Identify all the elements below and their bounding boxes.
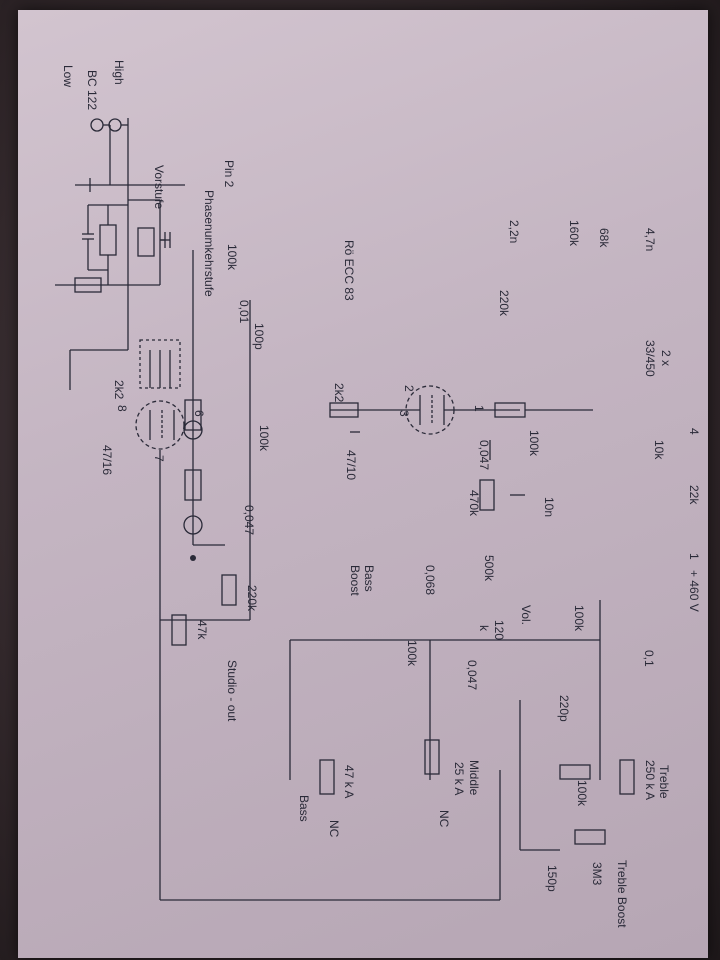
label-treble: Treble xyxy=(657,765,671,799)
label-r-120k: 120 xyxy=(492,620,506,640)
resistor-2k2-a xyxy=(329,402,359,418)
input-network xyxy=(55,199,171,293)
label-r-22k: 22k xyxy=(687,485,701,505)
label-r-100k-d: 100k xyxy=(405,640,419,667)
label-r-10k: 10k xyxy=(652,440,666,460)
label-c-2n2: 2,2n xyxy=(507,220,521,243)
label-pin2: Pin 2 xyxy=(222,160,236,188)
label-tube: Rö ECC 83 xyxy=(342,240,356,301)
resistor-10k xyxy=(184,399,202,431)
label-supply: + 460 V xyxy=(687,570,701,612)
input-jack-high xyxy=(108,118,129,290)
resistor-47k xyxy=(171,614,187,646)
label-r-220k-a: 220k xyxy=(497,290,511,317)
label-r-120k-suffix: k xyxy=(477,625,491,632)
label-r-160k: 160k xyxy=(567,220,581,247)
label-c-01: 0,1 xyxy=(642,650,656,667)
label-r-100k-e: 100k xyxy=(572,605,586,632)
label-c-4n7: 4,7n xyxy=(643,228,657,251)
label-r-470k: 470k xyxy=(467,490,481,517)
label-treble-boost: Treble Boost xyxy=(615,860,629,928)
label-pin-2: 2 xyxy=(402,385,416,392)
label-c-47-16: 47/16 xyxy=(100,445,114,475)
label-node-4: 4 xyxy=(687,428,701,435)
supply-dot xyxy=(190,555,196,561)
label-c-10n: 10n xyxy=(542,497,556,517)
label-bass-boost-2: Boost xyxy=(348,565,362,596)
resistor-22k xyxy=(184,469,202,501)
node-4-circle xyxy=(183,420,203,440)
label-pin-3: 3 xyxy=(397,410,411,417)
label-pin-7: 7 xyxy=(152,455,166,462)
resistor-220k-out xyxy=(221,574,237,606)
label-c-0068: 0,068 xyxy=(423,565,437,595)
label-c-0047-a: 0,047 xyxy=(477,440,491,470)
label-r-220k-b: 220k xyxy=(245,585,259,612)
paper-sheet xyxy=(18,10,708,958)
label-r-100k-b: 100k xyxy=(225,244,239,271)
label-c-100p: 100p xyxy=(252,323,266,350)
label-studio-out: Studio - out xyxy=(225,660,239,722)
label-vol: Vol. xyxy=(519,605,533,625)
label-c-220p: 220p xyxy=(557,695,571,722)
label-caps-multi-val: 33/450 xyxy=(643,340,657,377)
label-low: Low xyxy=(61,65,75,87)
label-r-100k-f: 100k xyxy=(575,780,589,807)
label-r-2k2-a: 2k2 xyxy=(332,383,346,403)
label-nc-1: NC xyxy=(437,810,451,828)
label-pin-8: 8 xyxy=(115,405,129,412)
label-transistor: BC 122 xyxy=(85,70,99,110)
label-c-150p: 150p xyxy=(545,865,559,892)
filter-caps xyxy=(139,339,181,389)
label-node-1: 1 xyxy=(687,553,701,560)
label-bass-val: 47 k A xyxy=(342,765,356,798)
label-pin-6: 6 xyxy=(192,410,206,417)
label-r-3m3: 3M3 xyxy=(590,862,604,886)
label-r-2k2-b: 2k2 xyxy=(112,380,126,400)
node-1-circle xyxy=(183,515,203,535)
label-high: High xyxy=(112,60,126,85)
label-bass-boost-1: Bass xyxy=(362,565,376,592)
hv-rail xyxy=(192,250,225,546)
label-pot-500k: 500k xyxy=(482,555,496,582)
label-preamp: Vorstufe xyxy=(152,165,166,209)
resistor-470k xyxy=(479,479,495,511)
label-pin-1: 1 xyxy=(472,405,486,412)
label-treble-val: 250 k A xyxy=(643,760,657,800)
label-phase: Phasenumkehrstufe xyxy=(202,190,216,297)
tone-stack xyxy=(160,600,635,901)
label-c-0047-b: 0,047 xyxy=(242,505,256,535)
input-jack-low xyxy=(90,118,111,135)
label-r-47k: 47k xyxy=(195,620,209,640)
label-c-0047-c: 0,047 xyxy=(465,660,479,690)
label-c-47-10: 47/10 xyxy=(344,450,358,480)
label-r-68k: 68k xyxy=(597,228,611,248)
label-bass: Bass xyxy=(297,795,311,822)
label-middle: Middle xyxy=(467,760,481,796)
label-r-100k-c: 100k xyxy=(257,425,271,452)
label-r-100k-a: 100k xyxy=(527,430,541,457)
label-nc-2: NC xyxy=(327,820,341,838)
ground-input xyxy=(75,135,185,192)
tube-2 xyxy=(135,400,185,450)
label-middle-val: 25 k A xyxy=(452,762,466,795)
label-caps-multi: 2 x xyxy=(659,350,673,366)
label-c-001: 0,01 xyxy=(237,300,251,324)
